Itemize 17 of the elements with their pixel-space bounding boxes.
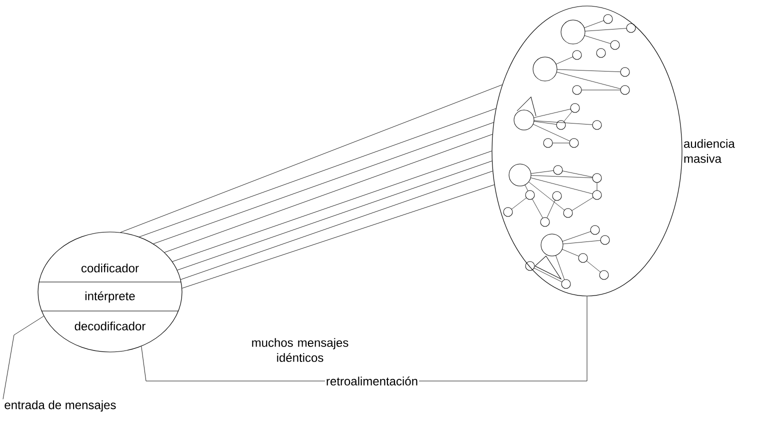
message-line [120, 84, 502, 233]
leader-line [2, 316, 44, 400]
message-line [180, 170, 493, 280]
node-label: audiencia masiva [684, 139, 735, 163]
input-label: entrada de mensajes [4, 400, 116, 412]
edge-label: retroalimentación [324, 376, 420, 386]
message-line [139, 108, 496, 238]
band-label: intérprete [85, 291, 135, 303]
message-line [164, 134, 493, 253]
band-label: decodificador [74, 322, 146, 330]
message-line [177, 160, 492, 270]
band-label: codificador [82, 264, 139, 272]
encoder-ellipse [38, 232, 182, 352]
message-line [153, 122, 494, 244]
message-line [172, 150, 492, 262]
message-label: muchos mensajes idénticos [252, 338, 348, 362]
message-line [182, 184, 495, 288]
